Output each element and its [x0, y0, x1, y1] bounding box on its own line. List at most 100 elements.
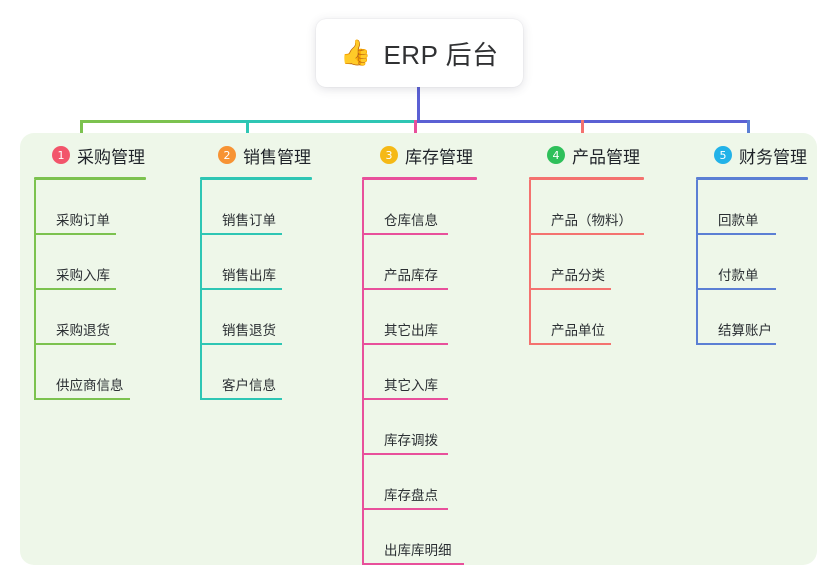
leaf-label: 客户信息 — [222, 378, 276, 393]
number-badge-icon: 5 — [714, 146, 732, 164]
leaf-item[interactable]: 采购退货 — [34, 290, 194, 345]
leaf-item[interactable]: 出库库明细 — [362, 510, 527, 565]
leaf-label: 销售订单 — [222, 213, 276, 228]
column-header-3[interactable]: 3 库存管理 — [362, 142, 527, 168]
leaf-list: 产品（物料） 产品分类产品单位 — [529, 180, 694, 345]
leaf-underline — [34, 288, 116, 290]
leaf-item[interactable]: 付款单 — [696, 235, 839, 290]
column-spine-line — [696, 180, 698, 345]
leaf-underline — [200, 288, 282, 290]
tree-panel — [20, 133, 817, 565]
column-underline — [362, 177, 477, 180]
column-spine-line — [362, 180, 364, 565]
leaf-label: 库存盘点 — [384, 488, 438, 503]
leaf-list: 回款单付款单结算账户 — [696, 180, 839, 345]
column-产品管理: 4 产品管理产品（物料） 产品分类产品单位 — [529, 142, 694, 345]
connector-drop-2 — [246, 120, 249, 144]
leaf-underline — [200, 398, 282, 400]
column-销售管理: 2 销售管理销售订单销售出库销售退货客户信息 — [200, 142, 360, 400]
leaf-item[interactable]: 其它出库 — [362, 290, 527, 345]
leaf-label: 销售出库 — [222, 268, 276, 283]
column-header-2[interactable]: 2 销售管理 — [200, 142, 360, 168]
leaf-label: 付款单 — [718, 268, 759, 283]
leaf-label: 其它入库 — [384, 378, 438, 393]
leaf-item[interactable]: 客户信息 — [200, 345, 360, 400]
leaf-label: 库存调拨 — [384, 433, 438, 448]
leaf-underline — [529, 343, 611, 345]
leaf-underline — [34, 343, 116, 345]
leaf-item[interactable]: 库存盘点 — [362, 455, 527, 510]
connector-drop-3 — [414, 120, 417, 144]
leaf-list: 仓库信息产品库存其它出库其它入库库存调拨库存盘点出库库明细 — [362, 180, 527, 565]
leaf-label: 其它出库 — [384, 323, 438, 338]
leaf-label: 结算账户 — [718, 323, 772, 338]
leaf-underline — [696, 288, 776, 290]
leaf-underline — [696, 343, 776, 345]
leaf-label: 产品库存 — [384, 268, 438, 283]
leaf-underline — [696, 233, 776, 235]
leaf-item[interactable]: 其它入库 — [362, 345, 527, 400]
number-badge-icon: 4 — [547, 146, 565, 164]
leaf-item[interactable]: 采购订单 — [34, 180, 194, 235]
leaf-underline — [362, 508, 448, 510]
leaf-label: 仓库信息 — [384, 213, 438, 228]
leaf-underline — [34, 233, 116, 235]
column-title: 库存管理 — [405, 147, 473, 167]
column-spine-line — [34, 180, 36, 400]
leaf-item[interactable]: 销售退货 — [200, 290, 360, 345]
leaf-item[interactable]: 库存调拨 — [362, 400, 527, 455]
number-badge-icon: 2 — [218, 146, 236, 164]
number-badge-icon: 1 — [52, 146, 70, 164]
number-badge-icon: 3 — [380, 146, 398, 164]
connector-drop-5 — [747, 120, 750, 144]
column-header-4[interactable]: 4 产品管理 — [529, 142, 694, 168]
leaf-item[interactable]: 采购入库 — [34, 235, 194, 290]
leaf-item[interactable]: 销售出库 — [200, 235, 360, 290]
column-header-1[interactable]: 1 采购管理 — [34, 142, 194, 168]
leaf-underline — [362, 453, 448, 455]
leaf-underline — [34, 398, 130, 400]
leaf-item[interactable]: 回款单 — [696, 180, 839, 235]
leaf-underline — [362, 343, 448, 345]
leaf-label: 产品单位 — [551, 323, 605, 338]
leaf-label: 采购退货 — [56, 323, 110, 338]
leaf-label: 采购入库 — [56, 268, 110, 283]
leaf-underline — [362, 563, 464, 565]
leaf-underline — [362, 233, 448, 235]
column-采购管理: 1 采购管理采购订单采购入库采购退货供应商信息 — [34, 142, 194, 400]
leaf-label: 产品（物料） — [551, 213, 632, 228]
leaf-label: 出库库明细 — [384, 543, 452, 558]
leaf-item[interactable]: 仓库信息 — [362, 180, 527, 235]
column-title: 产品管理 — [572, 147, 640, 167]
leaf-underline — [362, 288, 448, 290]
leaf-underline — [200, 343, 282, 345]
leaf-list: 采购订单采购入库采购退货供应商信息 — [34, 180, 194, 400]
leaf-label: 采购订单 — [56, 213, 110, 228]
column-underline — [34, 177, 146, 180]
leaf-label: 产品分类 — [551, 268, 605, 283]
leaf-underline — [200, 233, 282, 235]
column-spine-line — [200, 180, 202, 400]
root-title: ERP 后台 — [383, 39, 499, 70]
root-stem-line — [417, 86, 420, 123]
leaf-item[interactable]: 结算账户 — [696, 290, 839, 345]
leaf-item[interactable]: 供应商信息 — [34, 345, 194, 400]
leaf-item[interactable]: 销售订单 — [200, 180, 360, 235]
leaf-item[interactable]: 产品单位 — [529, 290, 694, 345]
leaf-underline — [529, 233, 644, 235]
leaf-item[interactable]: 产品（物料） — [529, 180, 694, 235]
connector-drop-1 — [80, 120, 83, 144]
column-库存管理: 3 库存管理仓库信息产品库存其它出库其它入库库存调拨库存盘点出库库明细 — [362, 142, 527, 565]
column-title: 销售管理 — [243, 147, 311, 167]
leaf-item[interactable]: 产品库存 — [362, 235, 527, 290]
leaf-item[interactable]: 产品分类 — [529, 235, 694, 290]
leaf-underline — [529, 288, 611, 290]
root-node[interactable]: 👍 ERP 后台 — [316, 19, 523, 87]
connector-bar-segment-2 — [190, 120, 415, 123]
column-title: 采购管理 — [77, 147, 145, 167]
leaf-list: 销售订单销售出库销售退货客户信息 — [200, 180, 360, 400]
connector-bar-segment-1 — [80, 120, 190, 123]
